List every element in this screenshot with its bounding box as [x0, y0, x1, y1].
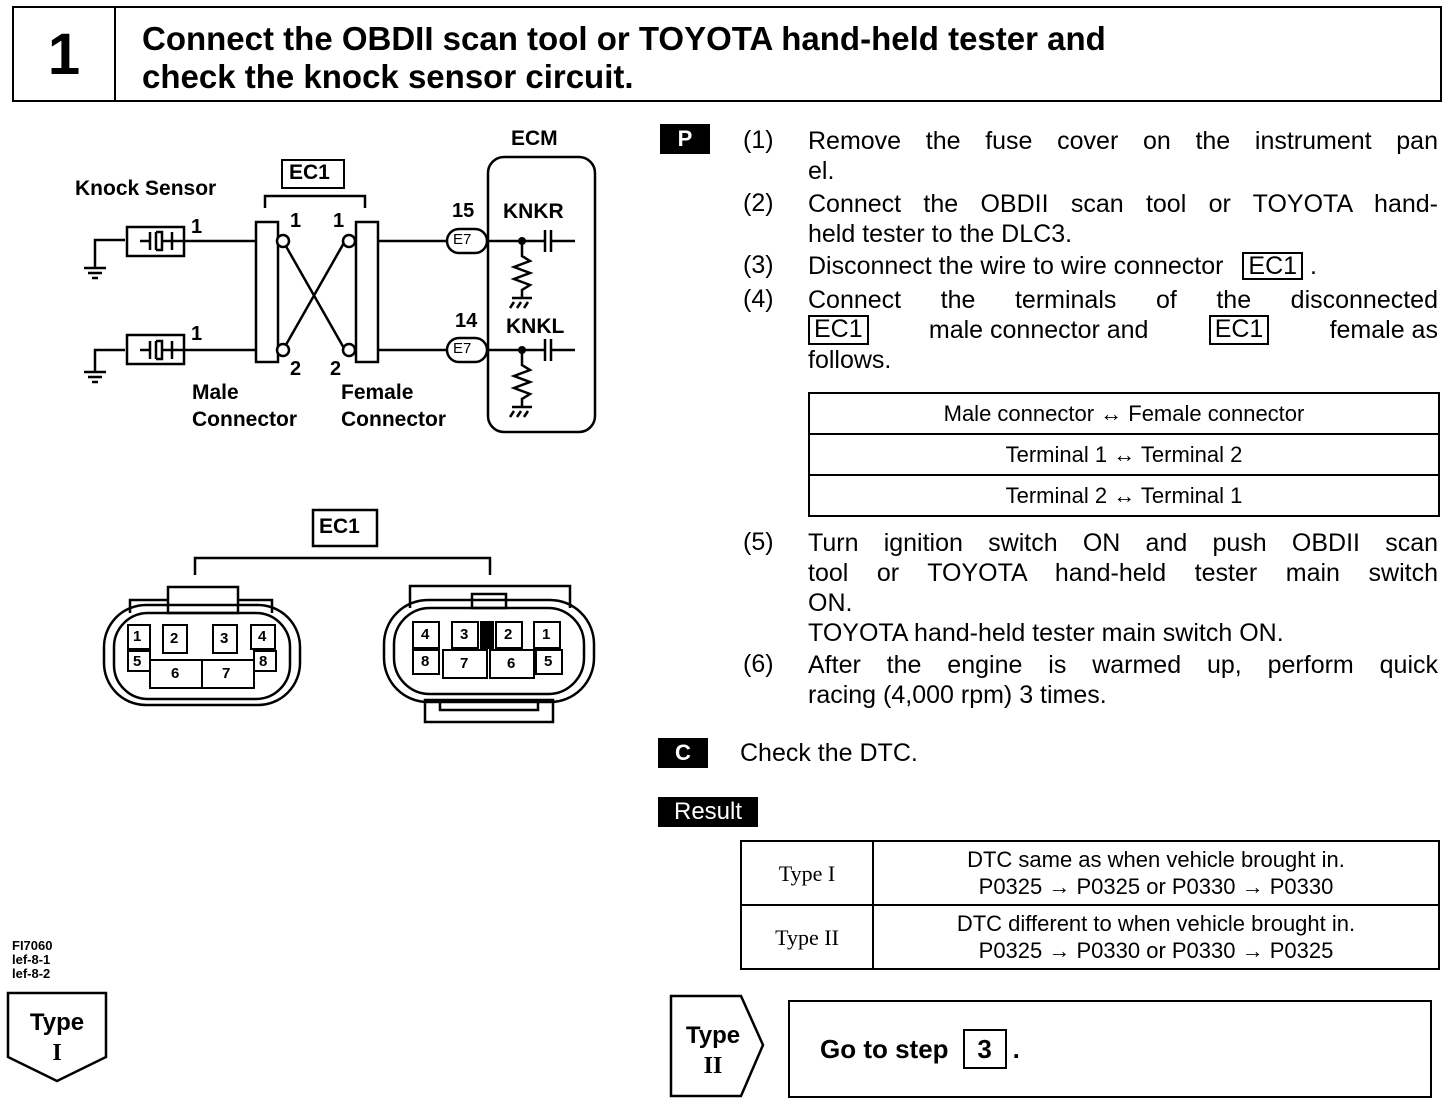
connection-table-header: Male connector ↔ Female connector: [808, 392, 1440, 435]
e7-label-bottom: E7: [453, 340, 472, 357]
go-step-link[interactable]: 3: [962, 1029, 1007, 1069]
female-face-pin: 8: [421, 653, 430, 670]
ec1-face-label: EC1: [319, 515, 360, 538]
knock-sensor-label: Knock Sensor: [75, 177, 217, 200]
table-row: Type II DTC different to when vehicle br…: [740, 904, 1440, 970]
step-3-number: (3): [743, 251, 774, 279]
check-text: Check the DTC.: [740, 739, 918, 767]
knkl-label: KNKL: [506, 315, 565, 338]
step-header: 1 Connect the OBDII scan tool or TOYOTA …: [12, 6, 1442, 102]
male-face-pin: 8: [259, 653, 268, 670]
male-face-pin: 7: [222, 665, 231, 682]
type-2-label: Type II: [685, 1022, 741, 1079]
step-4-number: (4): [743, 285, 774, 313]
female-pin-1: 1: [333, 210, 345, 232]
male-pin-2: 2: [290, 358, 302, 380]
result-type: Type I: [740, 840, 874, 906]
step-6-text: After the engine is warmed up, perform q…: [808, 651, 1438, 709]
result-description: DTC different to when vehicle brought in…: [872, 904, 1440, 970]
check-badge: C: [658, 738, 708, 768]
type-1-label: Type I: [29, 1009, 85, 1066]
male-connector-label-2: Connector: [192, 408, 297, 431]
go-to-label: Go to step: [820, 1033, 949, 1064]
step-2-text: Connect the OBDII scan tool or TOYOTA ha…: [808, 190, 1438, 248]
wiring-diagram: [84, 155, 597, 724]
type-1-pentagon: [6, 991, 108, 1083]
female-connector-label-1: Female: [341, 381, 414, 404]
female-face-pin: 7: [460, 655, 469, 672]
step-6-number: (6): [743, 650, 774, 678]
male-face-pin: 6: [171, 665, 180, 682]
step-2-number: (2): [743, 189, 774, 217]
step-5-text: Turn ignition switch ON and push OBDII s…: [808, 529, 1438, 647]
ec1-ref: EC1: [1242, 252, 1304, 280]
ecm-pin-15: 15: [452, 200, 475, 222]
result-badge: Result: [658, 797, 758, 827]
sensor-pin-1-bottom: 1: [191, 323, 203, 345]
male-pin-1: 1: [290, 210, 302, 232]
female-pin-2: 2: [330, 358, 342, 380]
title-line-1: Connect the OBDII scan tool or TOYOTA ha…: [142, 20, 1106, 57]
male-face-pin: 3: [220, 630, 229, 647]
e7-label-top: E7: [453, 231, 472, 248]
step-1-number: (1): [743, 126, 774, 154]
result-description: DTC same as when vehicle brought in. P03…: [872, 840, 1440, 906]
male-face-pin: 2: [170, 630, 179, 647]
step-title: Connect the OBDII scan tool or TOYOTA ha…: [142, 20, 1106, 96]
step-1-text: Remove the fuse cover on the instrument …: [808, 127, 1438, 185]
step-3-text: Disconnect the wire to wire connector EC…: [808, 252, 1317, 280]
female-face-pin: 3: [460, 626, 469, 643]
ec1-ref: EC1: [1208, 315, 1270, 345]
title-line-2: check the knock sensor circuit.: [142, 58, 634, 95]
ecm-pin-14: 14: [455, 310, 478, 332]
knkr-label: KNKR: [503, 200, 564, 223]
figure-reference: FI7060 lef-8-1 lef-8-2: [12, 938, 53, 981]
step-number: 1: [14, 8, 116, 100]
female-face-pin: 6: [507, 655, 516, 672]
table-row: Type I DTC same as when vehicle brought …: [740, 840, 1440, 906]
male-face-pin: 1: [133, 628, 142, 645]
male-face-pin: 5: [133, 653, 142, 670]
female-face-pin: 5: [544, 653, 553, 670]
type-2-pentagon: [669, 994, 765, 1098]
step-5-number: (5): [743, 528, 774, 556]
ec1-connector-label: EC1: [289, 161, 330, 184]
connection-table-row: Terminal 1 ↔ Terminal 2: [808, 433, 1440, 476]
connection-table-row: Terminal 2 ↔ Terminal 1: [808, 474, 1440, 517]
male-connector-label-1: Male: [192, 381, 239, 404]
male-face-pin: 4: [258, 628, 267, 645]
procedure-badge: P: [660, 124, 710, 154]
female-face-pin: 1: [542, 626, 551, 643]
ec1-ref: EC1: [808, 315, 869, 345]
female-face-pin: 2: [504, 626, 513, 643]
result-table: Type I DTC same as when vehicle brought …: [740, 840, 1440, 970]
go-to-step-box: Go to step 3 .: [788, 1000, 1432, 1098]
step-4-text: Connect the terminals of the disconnecte…: [808, 286, 1438, 374]
sensor-pin-1-top: 1: [191, 216, 203, 238]
connection-table: Male connector ↔ Female connector Termin…: [808, 392, 1440, 517]
female-connector-label-2: Connector: [341, 408, 446, 431]
result-type: Type II: [740, 904, 874, 970]
female-face-pin: 4: [421, 626, 430, 643]
ecm-label: ECM: [511, 127, 558, 150]
